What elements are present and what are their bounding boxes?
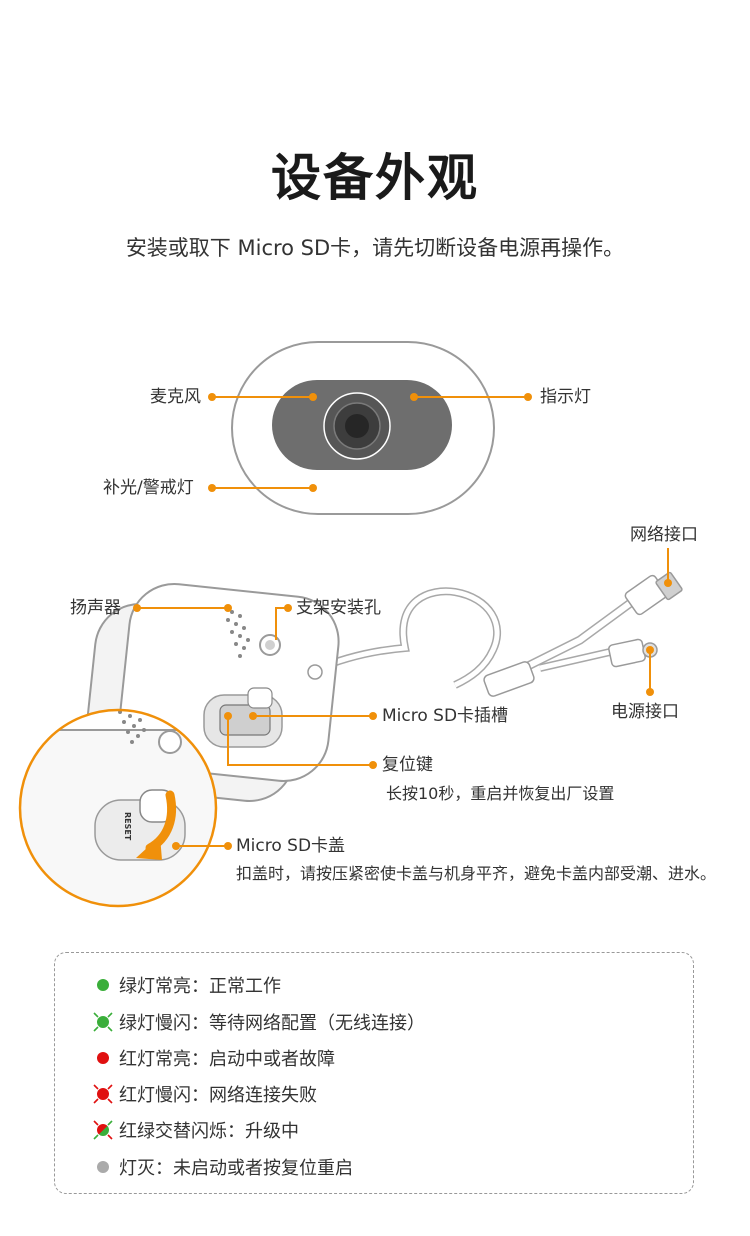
- label-sd-cover: Micro SD卡盖: [236, 836, 346, 856]
- legend-item: 红灯常亮：启动中或者故障: [93, 1046, 335, 1070]
- red-green-alternate-icon: [93, 1120, 113, 1140]
- reset-key-description: 长按10秒，重启并恢复出厂设置: [386, 784, 615, 803]
- legend-item: 绿灯慢闪：等待网络配置（无线连接）: [93, 1010, 425, 1034]
- label-microphone: 麦克风: [150, 387, 201, 407]
- leader-lines: [137, 396, 669, 847]
- gray-dot-icon: [93, 1157, 113, 1177]
- green-dot-icon: [93, 975, 113, 995]
- label-sd-slot: Micro SD卡插槽: [382, 706, 509, 726]
- reset-mark: RESET: [123, 812, 132, 841]
- cable: [313, 587, 643, 689]
- red-dot-icon: [93, 1048, 113, 1068]
- label-indicator: 指示灯: [540, 387, 591, 407]
- sd-cover-description: 扣盖时，请按压紧密使卡盖与机身平齐，避免卡盖内部受潮、进水。: [236, 864, 717, 883]
- label-reset-key: 复位键: [382, 755, 433, 775]
- label-mount-hole: 支架安装孔: [296, 598, 381, 618]
- device-diagram: RESET: [18, 341, 683, 908]
- page-subtitle: 安装或取下 Micro SD卡，请先切断设备电源再操作。: [125, 236, 625, 260]
- red-blink-icon: [93, 1084, 113, 1104]
- indicator-legend: 绿灯常亮：正常工作 绿灯慢闪：等待网络配置（无线连接） 红灯常亮：启动中或者故障…: [54, 952, 694, 1194]
- label-fill-light: 补光/警戒灯: [103, 478, 194, 498]
- legend-item: 红绿交替闪烁：升级中: [93, 1118, 299, 1142]
- cable-connectors: [483, 571, 683, 697]
- legend-item: 绿灯常亮：正常工作: [93, 973, 281, 997]
- device-front-view: [231, 341, 495, 515]
- green-blink-icon: [93, 1012, 113, 1032]
- page-title: 设备外观: [271, 149, 479, 207]
- leader-dots: [133, 393, 672, 850]
- label-speaker: 扬声器: [70, 598, 121, 618]
- label-network-port: 网络接口: [630, 525, 698, 545]
- legend-item: 灯灭：未启动或者按复位重启: [93, 1155, 353, 1179]
- legend-item: 红灯慢闪：网络连接失败: [93, 1082, 317, 1106]
- label-power-port: 电源接口: [611, 702, 679, 722]
